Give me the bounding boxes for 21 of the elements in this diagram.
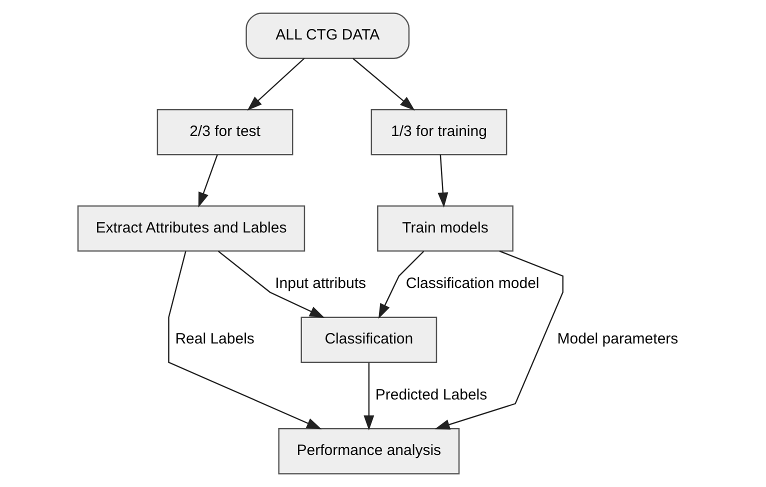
arrow bbox=[352, 58, 415, 111]
node-box: Train models bbox=[377, 205, 514, 252]
arrow bbox=[218, 250, 325, 318]
node-box: Extract Attributes and Lables bbox=[77, 205, 306, 252]
edge-label: Predicted Labels bbox=[375, 386, 488, 404]
arrow bbox=[364, 362, 374, 430]
arrow bbox=[378, 250, 424, 319]
node-box: Performance analysis bbox=[278, 428, 460, 474]
edge-label: Input attributs bbox=[275, 275, 366, 292]
arrow bbox=[438, 154, 448, 208]
edge-label: Classification model bbox=[406, 275, 540, 292]
node-box: ALL CTG DATA bbox=[246, 12, 410, 59]
node-box: 1/3 for training bbox=[370, 109, 508, 156]
edge-label: Model parameters bbox=[557, 330, 678, 348]
arrow bbox=[168, 251, 322, 430]
arrow bbox=[434, 250, 564, 430]
edge-label: Real Labels bbox=[175, 330, 254, 348]
arrow bbox=[247, 58, 305, 111]
arrow bbox=[198, 154, 218, 208]
node-box: Classification bbox=[300, 316, 438, 363]
node-box: 2/3 for test bbox=[156, 109, 294, 156]
